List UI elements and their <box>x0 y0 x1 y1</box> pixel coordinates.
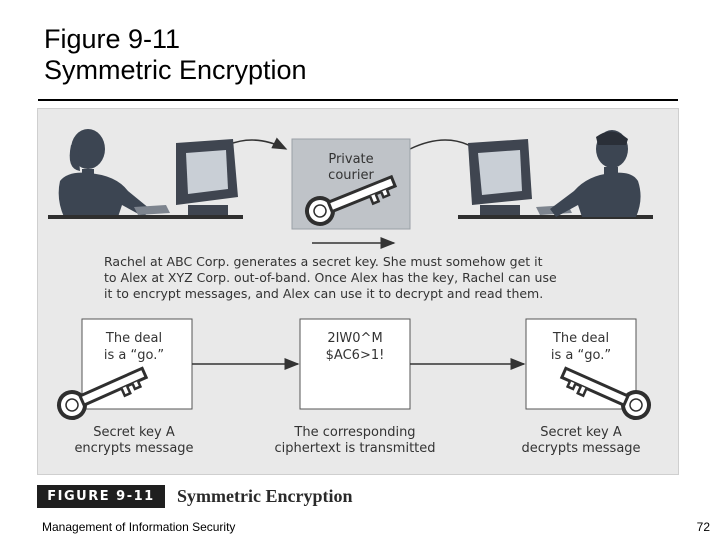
caption-middle-line-1: The corresponding <box>293 425 415 440</box>
description-line-2: to Alex at XYZ Corp. out-of-band. Once A… <box>104 270 557 285</box>
caption-left-line-2: encrypts message <box>74 441 193 456</box>
person-rachel-icon <box>58 129 150 217</box>
caption-middle-line-2: ciphertext is transmitted <box>274 441 435 456</box>
ciphertext-box <box>299 318 411 410</box>
person-alex-icon <box>550 130 641 217</box>
ciphertext-line-2: $AC6>1! <box>326 348 385 363</box>
figure-title: Symmetric Encryption <box>177 486 353 506</box>
slide-title-line-2: Symmetric Encryption <box>44 55 307 85</box>
slide-footer: Management of Information Security <box>42 520 236 534</box>
caption-right-line-1: Secret key A <box>540 425 622 440</box>
description-line-3: it to encrypt messages, and Alex can use… <box>104 286 543 301</box>
description-line-1: Rachel at ABC Corp. generates a secret k… <box>104 254 543 269</box>
figure-label: FIGURE 9-11 <box>37 485 165 508</box>
caption-right-line-2: decrypts message <box>521 441 640 456</box>
symmetric-encryption-figure: Private courier Rachel at ABC Corp. gene… <box>37 108 679 475</box>
plaintext-right-line-1: The deal <box>552 331 609 346</box>
plaintext-left-line-2: is a “go.” <box>104 348 164 363</box>
courier-label-line-1: Private <box>328 152 373 167</box>
slide-title: Figure 9-11 Symmetric Encryption <box>44 24 307 86</box>
courier-label-line-2: courier <box>328 168 374 183</box>
computer-left-icon <box>48 139 243 219</box>
figure-illustration: Private courier Rachel at ABC Corp. gene… <box>48 129 656 456</box>
plaintext-right-line-2: is a “go.” <box>551 348 611 363</box>
title-divider <box>38 99 678 101</box>
ciphertext-line-1: 2IW0^M <box>327 331 382 346</box>
caption-left-line-1: Secret key A <box>93 425 175 440</box>
slide-title-line-1: Figure 9-11 <box>44 24 181 54</box>
plaintext-left-line-1: The deal <box>105 331 162 346</box>
page-number: 72 <box>696 520 710 534</box>
